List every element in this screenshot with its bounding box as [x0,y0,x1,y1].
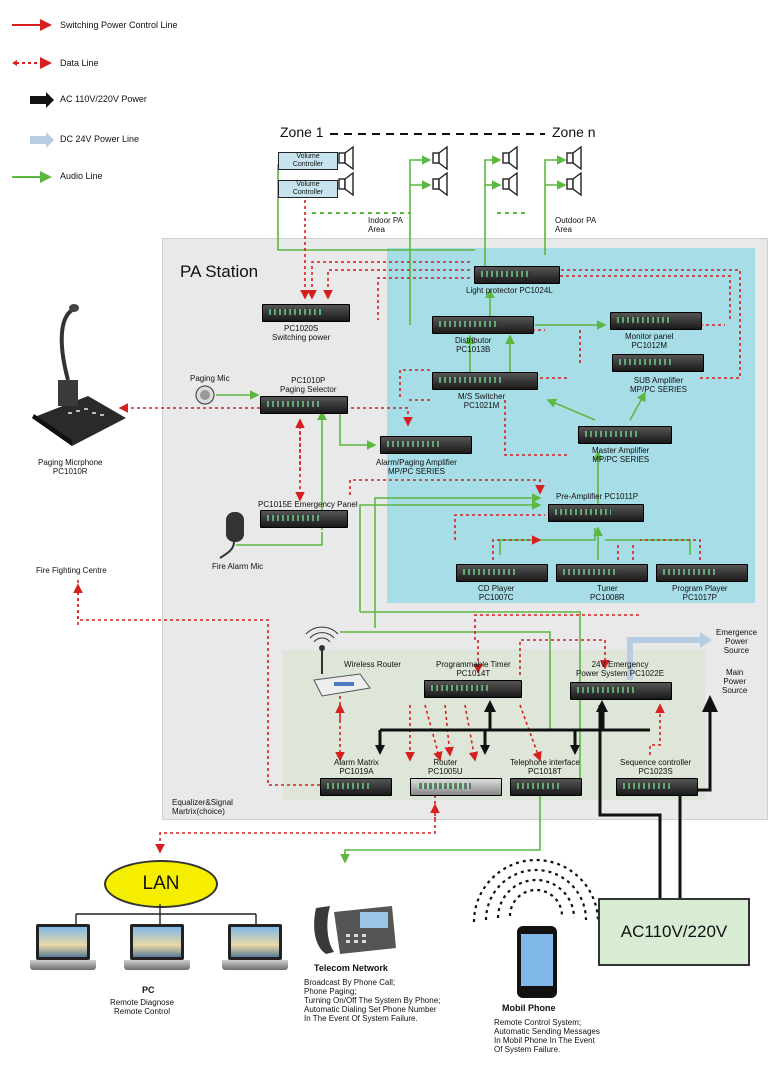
pc-title: PC [142,985,155,995]
equalizer-label: Equalizer&Signal Martrix(choice) [172,798,233,816]
ac-power-box: AC110V/220V [598,898,750,966]
alarm-amp-label: Alarm/Paging Amplifier MP/PC SERIES [376,458,457,476]
router-label: Router PC1005U [428,758,463,776]
alarm-amp-device [380,436,472,454]
prog-timer-device [424,680,522,698]
emergence-power-source-label: Emergence Power Source [716,628,757,655]
emergency-power-label: 24V Emergency Power System PC1022E [576,660,665,678]
wireless-router-label: Wireless Router [344,660,401,669]
telecom-title: Telecom Network [314,963,388,973]
emergency-power-device [570,682,672,700]
paging-microphone-label: Paging Micrphone PC1010R [38,458,103,476]
speaker-icon [566,145,582,171]
master-amp-label: Master Amplifier MP/PC SERIES [592,446,650,464]
indoor-area-label: Indoor PA Area [368,216,403,234]
monitor-panel-label: Monitor panel PC1012M [625,332,674,350]
paging-mic-label: Paging Mic [190,374,230,383]
zone-n-label: Zone n [552,124,596,140]
pc-laptop-icon [222,924,288,974]
paging-selector-label: PC1010P Paging Selector [280,376,337,394]
legend-icons [12,19,54,183]
mobile-phone-icon [472,858,600,998]
volume-controller-2: Volume Controller [278,180,338,198]
switching-power-label: PC1020S Switching power [272,324,331,342]
paging-mic-icon [195,385,215,405]
emergency-panel-device [260,510,348,528]
alarm-matrix-device [320,778,392,796]
sequence-controller-device [616,778,698,796]
legend-label: Data Line [60,58,99,68]
telecom-desc: Broadcast By Phone Call; Phone Paging; T… [304,978,441,1023]
speaker-icon [502,171,518,197]
amplifier-area [387,248,755,603]
tuner-label: Tuner PC1008R [590,584,625,602]
sub-amplifier-label: SUB Amplifier MP/PC SERIES [630,376,687,394]
router-device [410,778,502,796]
light-protector-label: Light protector PC1024L [466,286,553,295]
fire-alarm-mic-label: Fire Alarm Mic [212,562,264,571]
cd-player-device [456,564,548,582]
wireless-router-icon [305,626,371,697]
alarm-matrix-label: Alarm Matrix PC1019A [334,758,379,776]
main-power-source-label: Main Power Source [722,668,748,695]
legend-label: Audio Line [60,171,103,181]
cd-player-label: CD Player PC1007C [478,584,515,602]
program-player-label: Program Player PC1017P [672,584,728,602]
program-player-device [656,564,748,582]
switching-power-device [262,304,350,322]
speaker-icon [338,145,354,171]
pc-laptop-icon [124,924,190,974]
paging-microphone-console [32,304,126,446]
pre-amp-label: Pre-Amplifier PC1011P [556,492,639,501]
distributor-device [432,316,534,334]
lan-ellipse: LAN [104,860,218,908]
sub-amplifier-device [612,354,704,372]
speakers [338,145,582,197]
mobile-title: Mobil Phone [502,1003,556,1013]
master-amp-device [578,426,672,444]
speaker-icon [502,145,518,171]
legend-label: AC 110V/220V Power [60,94,147,104]
legend-label: DC 24V Power Line [60,134,140,144]
fire-alarm-mic-icon [219,512,244,559]
pc-laptop-icon [30,924,96,974]
zone-1-label: Zone 1 [280,124,324,140]
pa-station-title: PA Station [180,262,259,281]
volume-controller-1: Volume Controller [278,152,338,170]
speaker-icon [432,171,448,197]
light-protector-device [474,266,560,284]
speaker-icon [338,171,354,197]
telephone-interface-label: Telephone interface PC1018T [510,758,580,776]
legend-label: Switching Power Control Line [60,20,178,30]
speaker-icon [432,145,448,171]
telephone-interface-device [510,778,582,796]
outdoor-area-label: Outdoor PA Area [555,216,597,234]
prog-timer-label: Programmable Timer PC1014T [436,660,511,678]
tuner-device [556,564,648,582]
ms-switcher-label: M/S Switcher PC1021M [458,392,506,410]
monitor-panel-device [610,312,702,330]
emergency-panel-label: PC1015E Emergency Panel [258,500,358,509]
pre-amp-device [548,504,644,522]
ms-switcher-device [432,372,538,390]
mobile-desc: Remote Control System; Automatic Sending… [494,1018,600,1054]
sequence-controller-label: Sequence controller PC1023S [620,758,692,776]
pc-desc: Remote Diagnose Remote Control [110,998,175,1016]
distributor-label: Distributor PC1013B [455,336,492,354]
paging-selector-device [260,396,348,414]
telephone-icon [314,906,396,954]
fire-fighting-centre-label: Fire Fighting Centre [36,566,107,575]
speaker-icon [566,171,582,197]
